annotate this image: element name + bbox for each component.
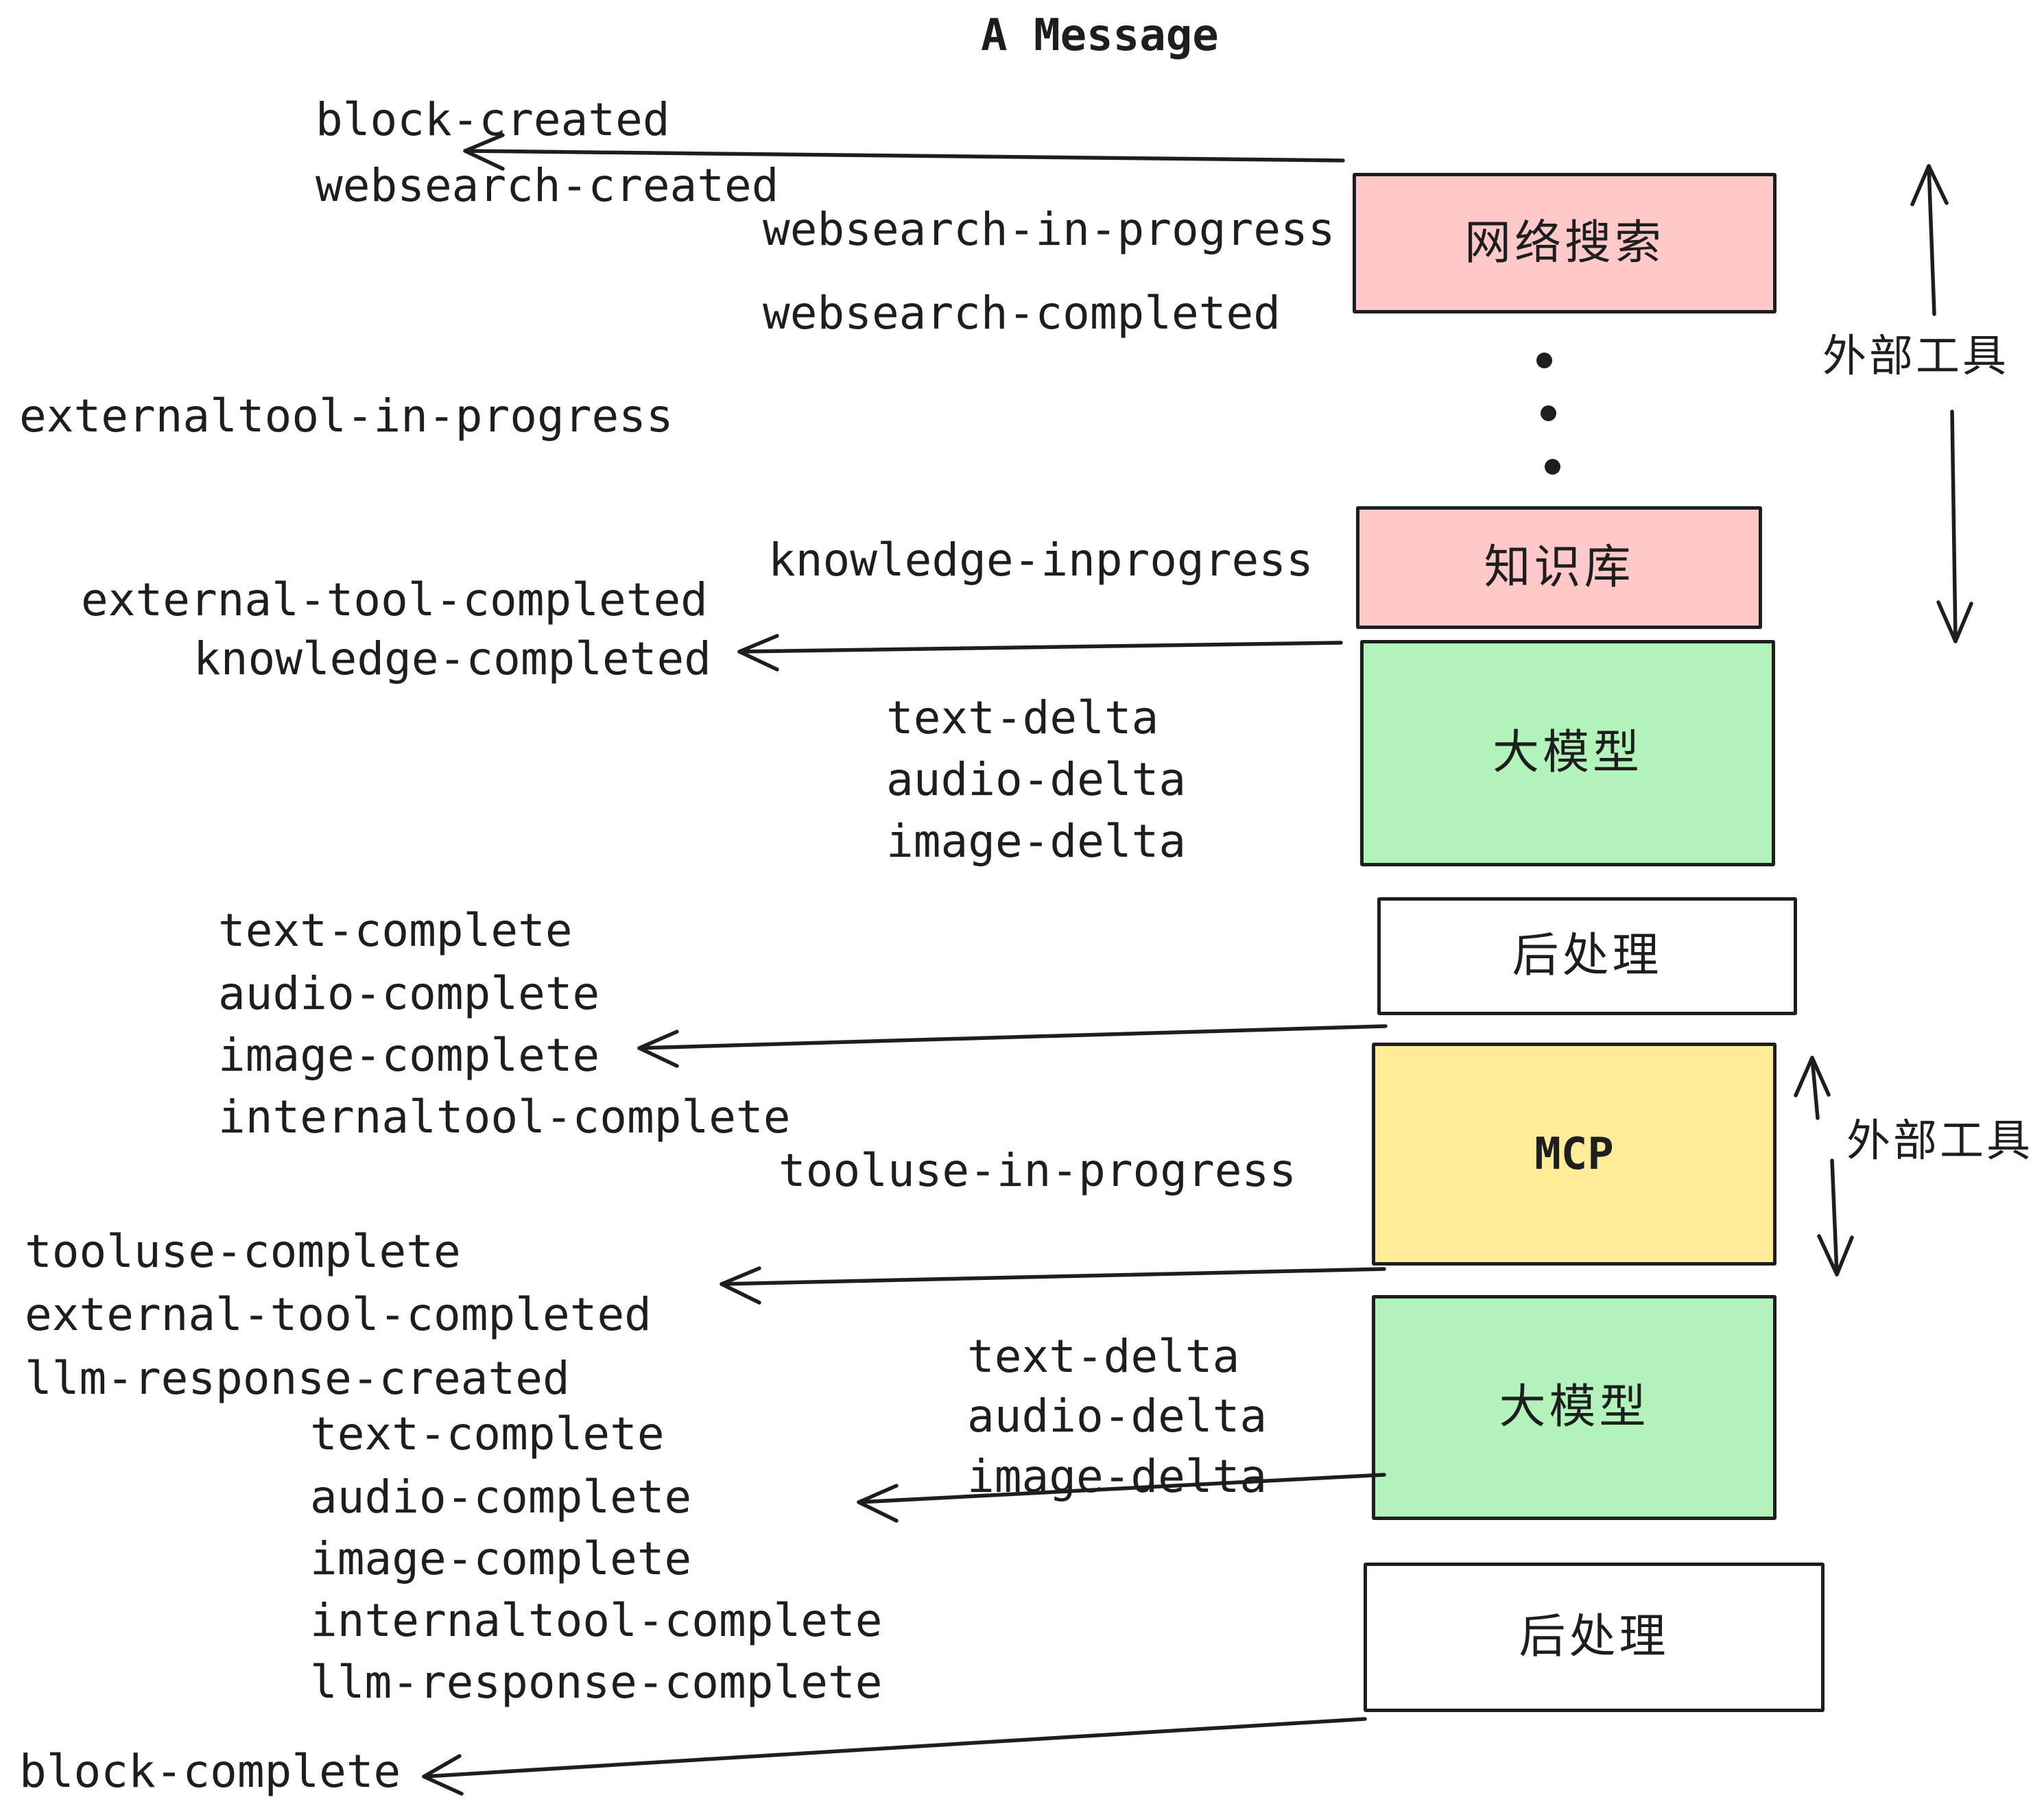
- event-block-complete: block-complete: [19, 1745, 401, 1798]
- arrow-external-tools-down-1: [1936, 410, 1973, 643]
- event-internaltool-complete-2: internaltool-complete: [310, 1594, 883, 1647]
- event-websearch-in-progress: websearch-in-progress: [763, 203, 1335, 256]
- node-websearch: 网络搜索: [1353, 173, 1776, 313]
- node-llm-bottom: 大模型: [1372, 1295, 1776, 1520]
- event-block-created: block-created: [316, 93, 670, 146]
- event-audio-complete-1: audio-complete: [218, 967, 600, 1020]
- vertical-ellipsis-dot: [1545, 459, 1560, 475]
- event-image-complete-2: image-complete: [310, 1532, 692, 1585]
- arrow-posttop-to-complete: [637, 1024, 1388, 1068]
- event-websearch-created: websearch-created: [316, 159, 779, 212]
- arrow-external-tools-up-2: [1794, 1056, 1831, 1120]
- event-tooluse-complete: tooluse-complete: [25, 1225, 461, 1278]
- node-post-bottom: 后处理: [1364, 1563, 1825, 1712]
- event-external-tool-completed: external-tool-completed: [81, 573, 708, 626]
- arrow-external-tools-up-1: [1910, 164, 1949, 316]
- vertical-ellipsis-dot: [1541, 405, 1556, 421]
- node-mcp-label: MCP: [1534, 1128, 1614, 1180]
- event-text-complete-1: text-complete: [218, 904, 573, 957]
- event-text-delta-2: text-delta: [967, 1330, 1240, 1383]
- node-post-bottom-label: 后处理: [1519, 1610, 1669, 1664]
- event-image-complete-1: image-complete: [218, 1029, 600, 1082]
- event-knowledge-inprogress: knowledge-inprogress: [768, 534, 1314, 586]
- node-mcp: MCP: [1372, 1043, 1776, 1266]
- event-tooluse-in-progress: tooluse-in-progress: [779, 1144, 1296, 1197]
- node-knowledge-label: 知识库: [1484, 540, 1635, 595]
- node-llm-top-label: 大模型: [1492, 726, 1643, 780]
- event-internaltool-complete-1: internaltool-complete: [218, 1091, 791, 1143]
- event-text-complete-2: text-complete: [310, 1408, 665, 1460]
- arrow-mcp-to-toolusecomplete: [720, 1266, 1386, 1305]
- event-external-tool-completed-2: external-tool-completed: [25, 1288, 652, 1341]
- arrow-external-tools-down-2: [1817, 1159, 1854, 1277]
- event-text-delta-1: text-delta: [886, 691, 1159, 744]
- node-knowledge: 知识库: [1356, 506, 1762, 629]
- node-llm-top: 大模型: [1360, 640, 1775, 866]
- side-label-external-tools-lower: 外部工具: [1846, 1116, 2033, 1167]
- event-image-delta-1: image-delta: [886, 815, 1187, 868]
- event-audio-complete-2: audio-complete: [310, 1471, 692, 1523]
- event-image-delta-2: image-delta: [967, 1450, 1268, 1503]
- event-externaltool-in-progress: externaltool-in-progress: [19, 390, 674, 442]
- diagram-title: A Message: [981, 10, 1219, 61]
- node-post-top: 后处理: [1377, 897, 1797, 1015]
- arrow-knowledge-to-completed: [737, 634, 1343, 672]
- side-label-external-tools-upper: 外部工具: [1822, 331, 2009, 382]
- vertical-ellipsis-dot: [1536, 353, 1552, 368]
- event-llm-response-complete: llm-response-complete: [310, 1656, 883, 1709]
- event-websearch-completed: websearch-completed: [763, 287, 1281, 340]
- node-websearch-label: 网络搜索: [1464, 215, 1665, 270]
- event-audio-delta-1: audio-delta: [886, 753, 1187, 806]
- node-llm-bottom-label: 大模型: [1499, 1380, 1650, 1434]
- node-post-top-label: 后处理: [1512, 929, 1663, 983]
- event-knowledge-completed: knowledge-completed: [193, 632, 711, 685]
- arrow-postbottom-to-blockcomplete: [422, 1717, 1367, 1796]
- event-audio-delta-2: audio-delta: [967, 1390, 1268, 1443]
- event-llm-response-created: llm-response-created: [25, 1352, 570, 1405]
